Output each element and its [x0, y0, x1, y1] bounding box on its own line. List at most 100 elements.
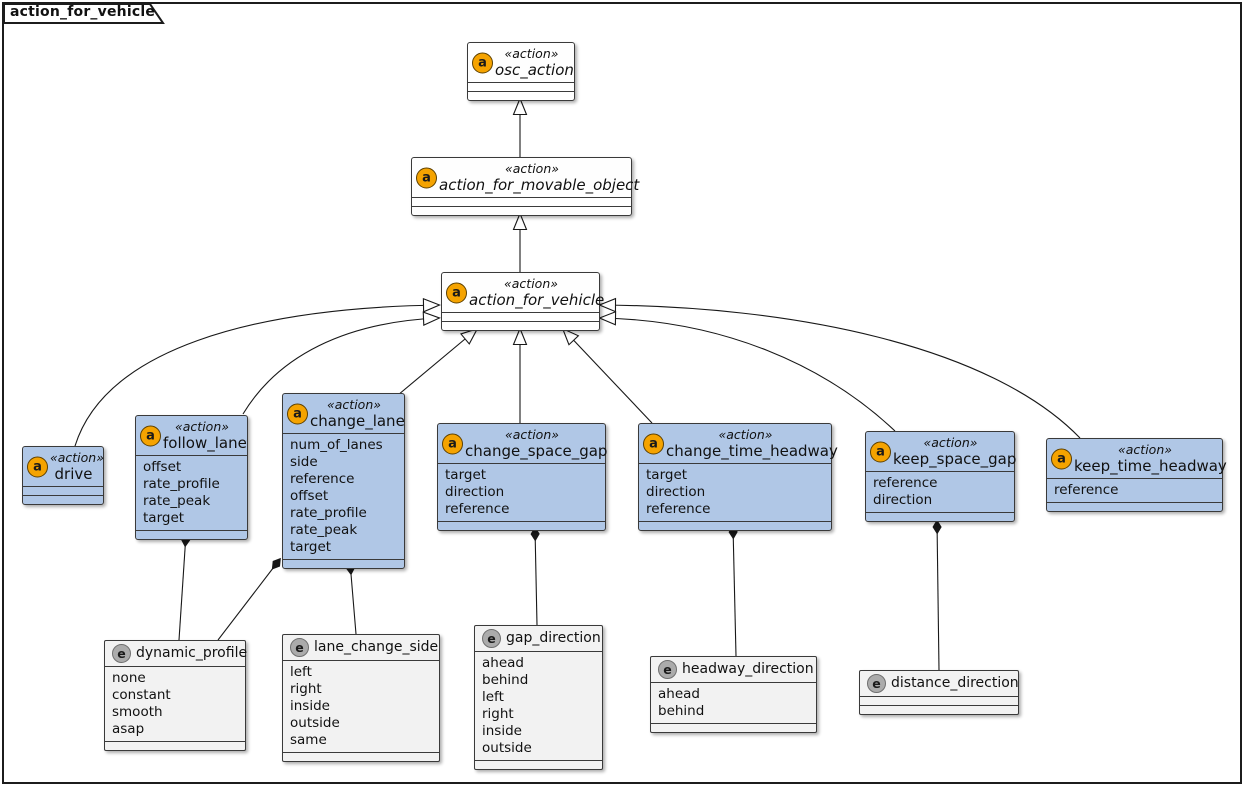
class-action_for_movable_object[interactable]: a «action» action_for_movable_object — [411, 157, 640, 216]
methods-compartment — [860, 705, 1018, 714]
class-header: a «action» follow_lane — [136, 416, 247, 455]
class-name: action_for_vehicle — [469, 291, 605, 309]
attribute: rate_peak — [143, 493, 211, 509]
class-name: change_time_headway — [666, 442, 838, 460]
enum-header: e headway_direction — [651, 657, 816, 682]
enum-header: e dynamic_profile — [105, 641, 247, 666]
methods-compartment — [23, 495, 103, 504]
class-keep_time_headway[interactable]: a «action» keep_time_headway reference — [1046, 438, 1227, 512]
class-follow_lane[interactable]: a «action» follow_lane offset rate_profi… — [135, 415, 248, 540]
enum-lane_change_side[interactable]: e lane_change_side left right inside out… — [282, 634, 440, 762]
enum-value: smooth — [112, 704, 163, 720]
enum-value: none — [112, 670, 146, 686]
class-name: change_space_gap — [465, 442, 608, 460]
class-header: a «action» action_for_vehicle — [442, 273, 605, 312]
attribute: reference — [646, 501, 711, 517]
enum-dynamic_profile[interactable]: e dynamic_profile none constant smooth a… — [104, 640, 247, 751]
class-name: osc_action — [495, 61, 574, 79]
enum-name: lane_change_side — [314, 639, 439, 655]
class-osc_action[interactable]: a «action» osc_action — [467, 42, 575, 101]
fields-compartment — [412, 197, 631, 206]
fields-compartment: num_of_lanes side reference offset rate_… — [283, 433, 404, 559]
attribute: reference — [873, 475, 938, 491]
attribute: offset — [290, 488, 329, 504]
stereotype: «action» — [504, 46, 559, 61]
enum-value: inside — [290, 698, 330, 714]
class-header: a «action» keep_time_headway — [1047, 439, 1227, 478]
action-icon: a — [140, 425, 161, 446]
fields-compartment — [468, 82, 574, 91]
class-change_space_gap[interactable]: a «action» change_space_gap target direc… — [437, 423, 608, 531]
enum-name: gap_direction — [506, 630, 601, 646]
action-icon: a — [442, 433, 463, 454]
values-compartment: none constant smooth asap — [105, 666, 245, 741]
enum-icon: e — [867, 674, 886, 693]
enum-value: left — [482, 689, 504, 705]
attribute: reference — [290, 471, 355, 487]
action-icon: a — [472, 52, 493, 73]
enum-gap_direction[interactable]: e gap_direction ahead behind left right … — [474, 625, 603, 770]
fields-compartment — [23, 486, 103, 495]
class-name: keep_space_gap — [893, 450, 1017, 468]
frame-title: action_for_vehicle — [10, 4, 156, 20]
methods-compartment — [412, 206, 631, 215]
attribute: rate_peak — [290, 522, 358, 538]
class-header: a «action» change_space_gap — [438, 424, 608, 463]
class-action_for_vehicle[interactable]: a «action» action_for_vehicle — [441, 272, 605, 331]
class-keep_space_gap[interactable]: a «action» keep_space_gap reference dire… — [865, 431, 1017, 522]
methods-compartment — [283, 559, 404, 568]
enum-header: e gap_direction — [475, 626, 602, 651]
stereotype: «action» — [1118, 442, 1172, 457]
attribute: rate_profile — [290, 505, 367, 521]
enum-distance_direction[interactable]: e distance_direction — [859, 670, 1019, 715]
enum-value: same — [290, 732, 327, 748]
edge-comp-change_time_headway-headway_direction — [728, 524, 738, 657]
action-icon: a — [446, 282, 467, 303]
class-name: keep_time_headway — [1074, 457, 1227, 475]
edge-gen-change_time_headway-action_for_vehicle — [561, 327, 653, 424]
attribute: reference — [445, 501, 510, 517]
action-icon: a — [1051, 448, 1072, 469]
frame-tab — [3, 3, 165, 24]
methods-compartment — [136, 530, 247, 539]
class-change_lane[interactable]: a «action» change_lane num_of_lanes side… — [282, 393, 405, 569]
attribute: offset — [143, 459, 182, 475]
edge-gen-follow_lane-action_for_vehicle — [242, 311, 441, 415]
stereotype: «action» — [718, 427, 773, 442]
enum-value: inside — [482, 723, 522, 739]
class-header: a «action» change_time_headway — [639, 424, 838, 463]
stereotype: «action» — [175, 419, 229, 434]
class-name: change_lane — [310, 412, 405, 430]
methods-compartment — [283, 752, 439, 761]
fields-compartment: target direction reference — [639, 463, 831, 521]
fields-compartment — [442, 312, 599, 321]
class-name: action_for_movable_object — [439, 176, 640, 194]
enum-value: behind — [658, 703, 705, 719]
stereotype: «action» — [50, 450, 104, 465]
attribute: side — [290, 454, 318, 470]
stereotype: «action» — [923, 435, 978, 450]
methods-compartment — [442, 321, 599, 330]
enum-value: ahead — [482, 655, 524, 671]
methods-compartment — [468, 91, 574, 100]
enum-headway_direction[interactable]: e headway_direction ahead behind — [650, 656, 817, 733]
class-header: a «action» osc_action — [468, 43, 574, 82]
action-icon: a — [643, 433, 664, 454]
enum-value: right — [482, 706, 514, 722]
edge-gen-keep_time_headway-action_for_vehicle — [598, 297, 1081, 439]
values-compartment: ahead behind — [651, 682, 816, 723]
fields-compartment: reference — [1047, 478, 1222, 502]
methods-compartment — [1047, 502, 1222, 511]
edge-comp-change_lane-lane_change_side — [345, 560, 357, 635]
edge-gen-drive-action_for_vehicle — [74, 297, 441, 447]
edge-comp-change_lane-dynamic_profile — [217, 557, 281, 641]
action-icon: a — [870, 441, 891, 462]
attribute: target — [143, 510, 185, 526]
class-change_time_headway[interactable]: a «action» change_time_headway target di… — [638, 423, 838, 531]
values-compartment: left right inside outside same — [283, 660, 439, 752]
enum-value: outside — [482, 740, 532, 756]
methods-compartment — [639, 521, 831, 530]
class-drive[interactable]: a «action» drive — [22, 446, 104, 505]
attribute: direction — [873, 492, 933, 508]
